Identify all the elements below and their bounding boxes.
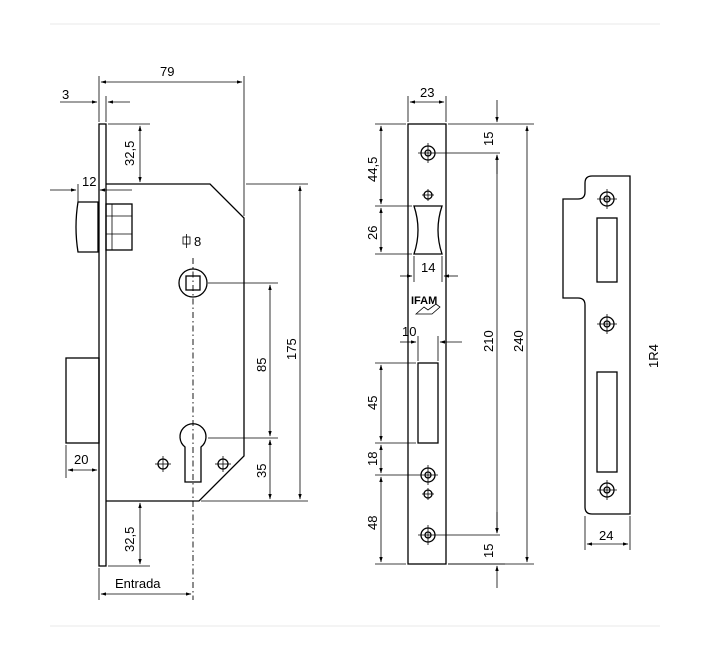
strike-latch-slot xyxy=(596,217,618,283)
dim-210: 210 xyxy=(481,330,496,352)
dim-18: 18 xyxy=(365,452,380,466)
strike-screw-bottom xyxy=(597,480,617,500)
dim-24: 24 xyxy=(599,528,613,543)
ifam-logo: IFAM xyxy=(411,295,437,307)
screw-hole-left xyxy=(155,456,171,472)
plate-bolt-slot xyxy=(417,362,439,444)
dim-15-bottom: 15 xyxy=(481,544,496,558)
dim-r4: 1R4 xyxy=(646,344,661,368)
strike-screw-middle xyxy=(597,314,617,334)
ifam-logo-mark xyxy=(414,303,441,315)
dim-175: 175 xyxy=(284,338,299,360)
strike-plate xyxy=(562,175,631,515)
dim-35: 35 xyxy=(254,464,269,478)
square-dim-8: 8 xyxy=(194,234,201,249)
dim-20: 20 xyxy=(74,452,88,467)
front-plate xyxy=(407,123,447,565)
spindle-hub xyxy=(178,268,208,298)
latch-body xyxy=(105,203,133,251)
plate-screw-lower xyxy=(418,465,438,485)
dim-32-5-top: 32,5 xyxy=(122,141,137,166)
dim-85: 85 xyxy=(254,358,269,372)
dim-48: 48 xyxy=(365,516,380,530)
lock-faceplate xyxy=(98,123,107,567)
dead-bolt xyxy=(65,357,100,444)
lock-body-view: 79 3 32,5 12 8 85 175 35 xyxy=(50,64,308,600)
plate-latch xyxy=(413,205,443,255)
plate-screw-bottom xyxy=(418,525,438,545)
dim-79: 79 xyxy=(160,64,174,79)
dim-12: 12 xyxy=(82,174,96,189)
dim-23: 23 xyxy=(420,85,434,100)
plate-screw-small-bottom xyxy=(422,488,434,500)
cylinder-cutout xyxy=(179,423,207,483)
plate-screw-small-top xyxy=(422,189,434,201)
dim-15-top: 15 xyxy=(481,132,496,146)
strike-bolt-slot xyxy=(596,371,618,473)
strike-screw-top xyxy=(597,189,617,209)
dim-32-5-bottom: 32,5 xyxy=(122,527,137,552)
dim-44-5: 44,5 xyxy=(365,157,380,182)
dim-45: 45 xyxy=(365,396,380,410)
faceplate-view: IFAM 23 44,5 xyxy=(365,85,534,588)
dim-3: 3 xyxy=(62,87,69,102)
dim-entrada: Entrada xyxy=(115,576,161,591)
screw-hole-right xyxy=(215,456,231,472)
latch-bolt xyxy=(75,201,99,253)
dim-240: 240 xyxy=(511,330,526,352)
dim-26: 26 xyxy=(365,226,380,240)
dim-14: 14 xyxy=(421,260,435,275)
plate-screw-top xyxy=(418,143,438,163)
lock-case xyxy=(106,183,245,502)
strike-plate-view: 1R4 24 xyxy=(562,175,661,550)
dim-10: 10 xyxy=(402,324,416,339)
